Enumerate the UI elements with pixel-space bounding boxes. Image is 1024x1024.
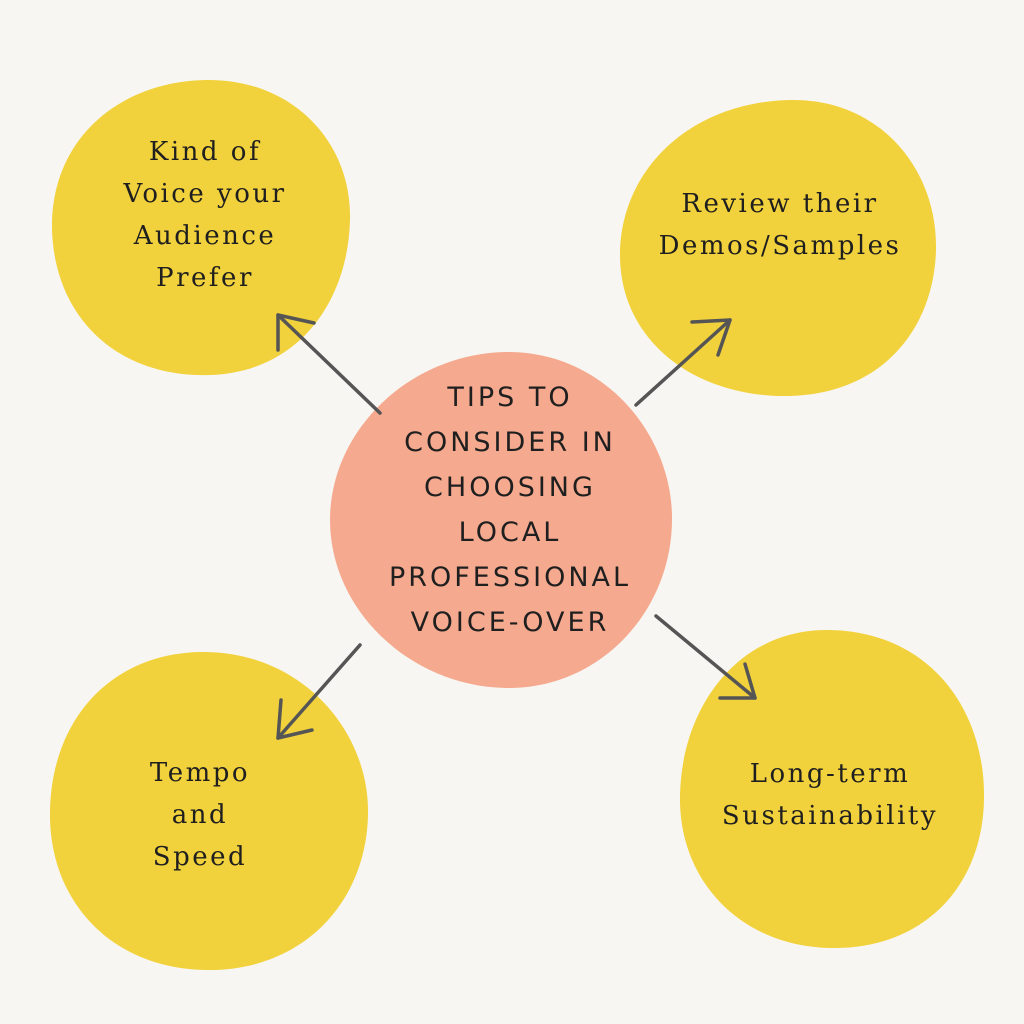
node-blob-br (679, 629, 985, 949)
node-text-long-term: Long-term Sustainability (721, 759, 939, 831)
node-blob-bl (49, 651, 369, 971)
node-label-tl: Kind of Voice your Audience Prefer (70, 120, 340, 310)
arrow-to-bl (276, 643, 362, 740)
center-blob (330, 351, 673, 689)
arrow-to-br (654, 614, 757, 700)
node-label-br: Long-term Sustainability (690, 740, 970, 850)
arrows (276, 313, 757, 740)
node-label-bl: Tempo and Speed (60, 740, 340, 890)
arrow-to-tl (276, 313, 382, 415)
center-title-text: TIPS TO CONSIDER IN CHOOSING LOCAL PROFE… (388, 382, 632, 638)
arrow-to-tr (634, 318, 732, 407)
node-text-tempo-speed: Tempo and Speed (149, 758, 251, 872)
node-text-review-demos: Review their Demos/Samples (658, 189, 902, 261)
node-blob-tl (51, 79, 351, 376)
node-text-kind-of-voice: Kind of Voice your Audience Prefer (123, 137, 287, 293)
center-label: TIPS TO CONSIDER IN CHOOSING LOCAL PROFE… (350, 375, 670, 645)
node-label-tr: Review their Demos/Samples (620, 165, 940, 285)
